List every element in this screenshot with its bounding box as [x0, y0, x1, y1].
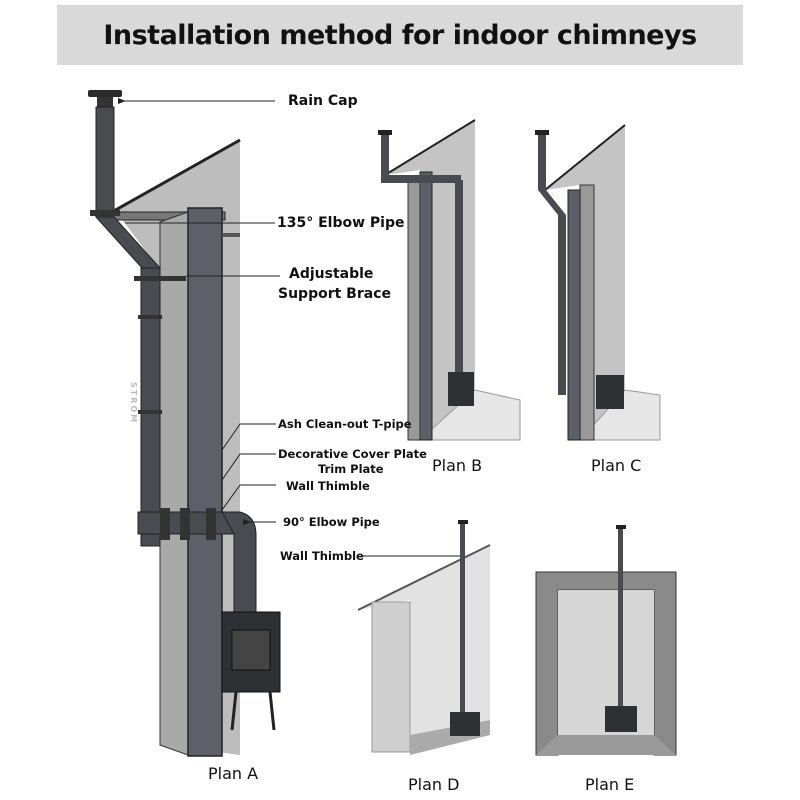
plan-e-caption: Plan E: [585, 775, 635, 794]
label-support-brace-1: Adjustable: [289, 266, 374, 282]
label-cover-plate: Decorative Cover Plate: [278, 447, 427, 461]
plan-e-drawing: [535, 525, 677, 756]
plan-d-caption: Plan D: [408, 775, 460, 794]
plan-b-drawing: [378, 119, 521, 441]
plan-a-drawing: [88, 90, 460, 757]
rain-cap-icon: [88, 90, 122, 97]
label-ash-tpipe: Ash Clean-out T-pipe: [278, 417, 412, 431]
wall-slab: [187, 207, 223, 757]
page-title: Installation method for indoor chimneys: [103, 19, 697, 51]
pipe-brand-text: STROM: [129, 382, 138, 425]
plan-d-drawing: [357, 520, 491, 755]
label-90-elbow: 90° Elbow Pipe: [283, 515, 380, 529]
label-135-elbow: 135° Elbow Pipe: [277, 215, 405, 231]
title-banner: Installation method for indoor chimneys: [57, 5, 743, 65]
plan-a-caption: Plan A: [208, 764, 259, 783]
label-trim-plate: Trim Plate: [318, 462, 384, 476]
plan-b-caption: Plan B: [432, 456, 483, 475]
label-support-brace-2: Support Brace: [278, 286, 391, 302]
label-wall-thimble-a: Wall Thimble: [286, 479, 370, 493]
plan-c-caption: Plan C: [591, 456, 642, 475]
plan-c-drawing: [535, 124, 661, 441]
label-rain-cap: Rain Cap: [288, 93, 358, 109]
label-wall-thimble-d: Wall Thimble: [280, 549, 364, 563]
stove-pipe: [140, 267, 161, 547]
